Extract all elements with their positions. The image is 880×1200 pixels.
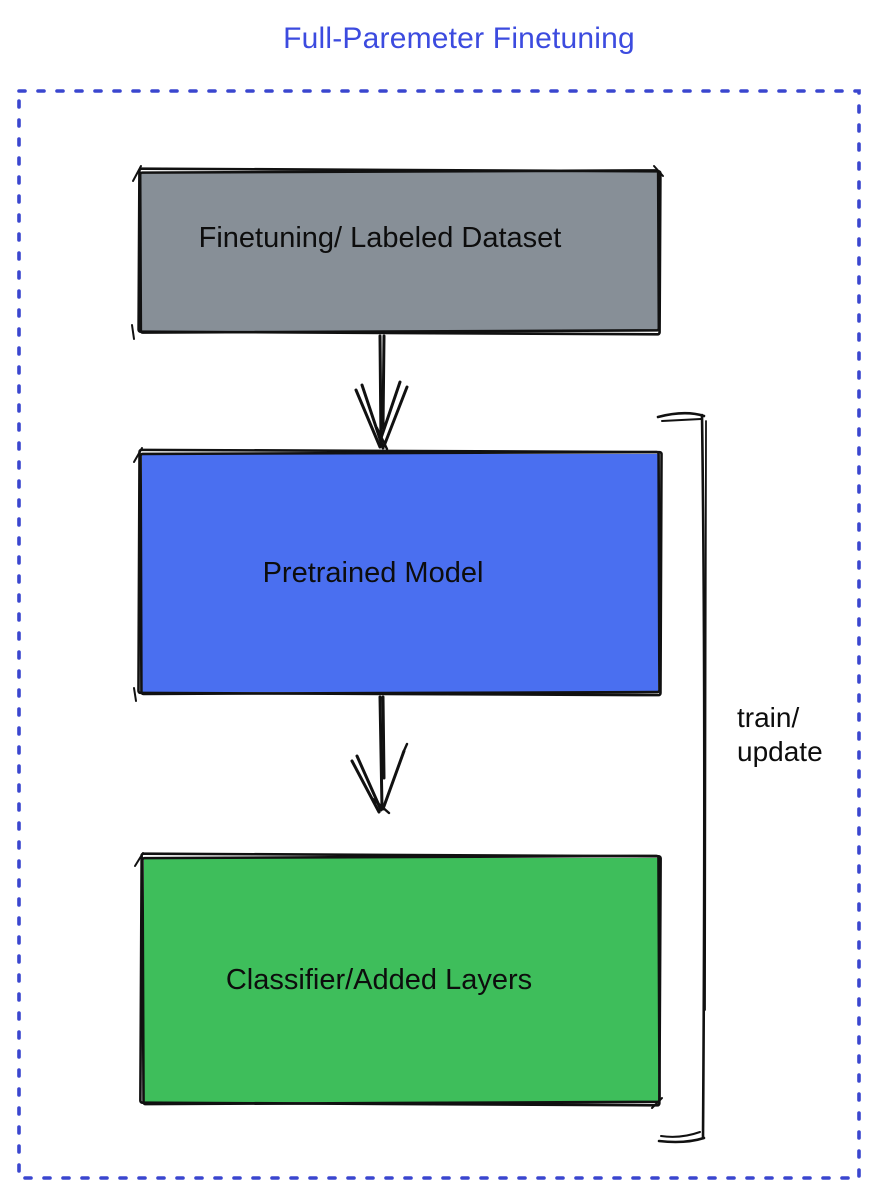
node-finetuning-dataset [131, 165, 664, 340]
node-finetuning-dataset-outline [131, 165, 664, 340]
train-update-label: train/ update [737, 702, 823, 767]
train-update-bracket [656, 411, 707, 1144]
node-pretrained-model-fill [142, 454, 658, 692]
dashed-boundary [17, 89, 861, 1180]
edge-arrow-dataset-to-model [354, 334, 409, 451]
node-classifier-added-layers-outline [134, 852, 663, 1109]
node-classifier-added-layers [134, 852, 663, 1109]
diagram-title: Full-Paremeter Finetuning [283, 22, 635, 55]
node-classifier-added-layers-fill [144, 858, 658, 1102]
edge-arrow-model-to-classifier [350, 695, 409, 815]
node-finetuning-dataset-fill [141, 172, 658, 331]
node-pretrained-model [133, 447, 663, 702]
node-pretrained-model-outline [133, 447, 663, 702]
